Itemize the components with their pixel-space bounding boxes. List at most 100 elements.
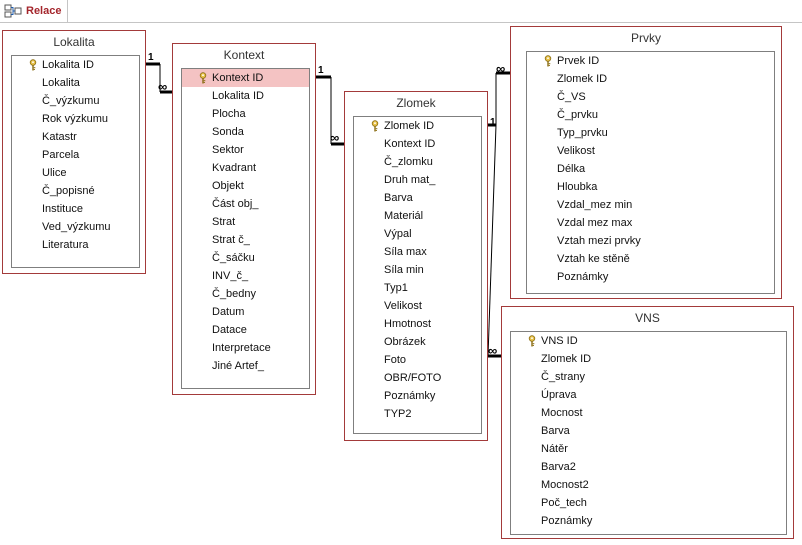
field-row[interactable]: Datum <box>182 303 309 321</box>
field-row[interactable]: Velikost <box>354 297 481 315</box>
field-row[interactable]: Vzdal_mez min <box>527 196 774 214</box>
field-label: Úprava <box>541 389 577 401</box>
field-row[interactable]: Kontext ID <box>354 135 481 153</box>
field-row[interactable]: Strat <box>182 213 309 231</box>
field-row[interactable]: OBR/FOTO <box>354 369 481 387</box>
field-label: OBR/FOTO <box>384 372 442 384</box>
field-row[interactable]: Barva <box>511 422 786 440</box>
field-label: Poč_tech <box>541 497 587 509</box>
field-row[interactable]: Materiál <box>354 207 481 225</box>
field-row[interactable]: Č_prvku <box>527 106 774 124</box>
field-row[interactable]: Objekt <box>182 177 309 195</box>
field-row[interactable]: Síla min <box>354 261 481 279</box>
field-row[interactable]: Síla max <box>354 243 481 261</box>
field-row[interactable]: Délka <box>527 160 774 178</box>
field-row[interactable]: Č_sáčku <box>182 249 309 267</box>
field-row[interactable]: Č_výzkumu <box>12 92 139 110</box>
field-row[interactable]: Foto <box>354 351 481 369</box>
field-row[interactable]: Nátěr <box>511 440 786 458</box>
field-row[interactable]: Č_zlomku <box>354 153 481 171</box>
field-row[interactable]: Č_bedny <box>182 285 309 303</box>
rel-one-label: 1 <box>148 52 154 63</box>
field-row[interactable]: Kontext ID <box>182 69 309 87</box>
field-row[interactable]: Druh mat_ <box>354 171 481 189</box>
field-row[interactable]: Lokalita <box>12 74 139 92</box>
field-row[interactable]: Č_VS <box>527 88 774 106</box>
field-row[interactable]: Poznámky <box>354 387 481 405</box>
field-row[interactable]: Vzdal mez max <box>527 214 774 232</box>
field-row[interactable]: Datace <box>182 321 309 339</box>
field-row[interactable]: VNS ID <box>511 332 786 350</box>
field-row[interactable]: Typ1 <box>354 279 481 297</box>
field-row[interactable]: Ved_výzkumu <box>12 218 139 236</box>
field-row[interactable]: Poč_tech <box>511 494 786 512</box>
field-row[interactable]: Vztah mezi prvky <box>527 232 774 250</box>
field-row[interactable]: Zlomek ID <box>511 350 786 368</box>
field-row[interactable]: Č_popisné <box>12 182 139 200</box>
field-row[interactable]: Zlomek ID <box>354 117 481 135</box>
field-label: Výpal <box>384 228 412 240</box>
field-row[interactable]: Mocnost2 <box>511 476 786 494</box>
tab-relace[interactable]: Relace <box>0 0 68 22</box>
primary-key-icon <box>543 55 553 67</box>
field-row[interactable]: Parcela <box>12 146 139 164</box>
field-label: Č_zlomku <box>384 156 433 168</box>
field-row[interactable]: Kvadrant <box>182 159 309 177</box>
field-row[interactable]: Výpal <box>354 225 481 243</box>
field-row[interactable]: Prvek ID <box>527 52 774 70</box>
field-row[interactable]: Strat č_ <box>182 231 309 249</box>
field-row[interactable]: Jiné Artef_ <box>182 357 309 375</box>
tab-label: Relace <box>26 5 62 17</box>
field-row[interactable]: Poznámky <box>527 268 774 286</box>
table-title: Prvky <box>631 31 661 45</box>
field-row[interactable]: Ulice <box>12 164 139 182</box>
field-row[interactable]: Sonda <box>182 123 309 141</box>
field-label: Část obj_ <box>212 198 259 210</box>
field-row[interactable]: Hmotnost <box>354 315 481 333</box>
field-row[interactable]: Sektor <box>182 141 309 159</box>
field-row[interactable]: Interpretace <box>182 339 309 357</box>
field-row[interactable]: Mocnost <box>511 404 786 422</box>
field-label: Velikost <box>557 145 595 157</box>
field-label: Č_bedny <box>212 288 257 300</box>
field-row[interactable]: Hloubka <box>527 178 774 196</box>
field-row[interactable]: Velikost <box>527 142 774 160</box>
primary-key-icon <box>370 120 380 132</box>
field-row[interactable]: Barva2 <box>511 458 786 476</box>
field-row[interactable]: Katastr <box>12 128 139 146</box>
field-row[interactable]: Vztah ke stěně <box>527 250 774 268</box>
field-row[interactable]: Zlomek ID <box>527 70 774 88</box>
field-row[interactable]: Poznámky <box>511 512 786 530</box>
field-label: Zlomek ID <box>541 353 592 365</box>
field-row[interactable]: Lokalita ID <box>182 87 309 105</box>
field-row[interactable]: Část obj_ <box>182 195 309 213</box>
field-label: Sonda <box>212 126 244 138</box>
field-row[interactable]: Plocha <box>182 105 309 123</box>
field-label: Poznámky <box>384 390 436 402</box>
field-row[interactable]: Instituce <box>12 200 139 218</box>
field-row[interactable]: Literatura <box>12 236 139 254</box>
field-row[interactable]: Rok výzkumu <box>12 110 139 128</box>
field-row[interactable]: TYP2 <box>354 405 481 423</box>
field-row[interactable]: Obrázek <box>354 333 481 351</box>
field-row[interactable]: Barva <box>354 189 481 207</box>
field-row[interactable]: Typ_prvku <box>527 124 774 142</box>
field-row[interactable]: Úprava <box>511 386 786 404</box>
field-label: Hmotnost <box>384 318 432 330</box>
field-row[interactable]: INV_č_ <box>182 267 309 285</box>
relationship-zlomek-vns[interactable] <box>487 124 501 358</box>
field-row[interactable]: Č_strany <box>511 368 786 386</box>
table-title: Lokalita <box>53 35 95 49</box>
field-row[interactable]: Lokalita ID <box>12 56 139 74</box>
